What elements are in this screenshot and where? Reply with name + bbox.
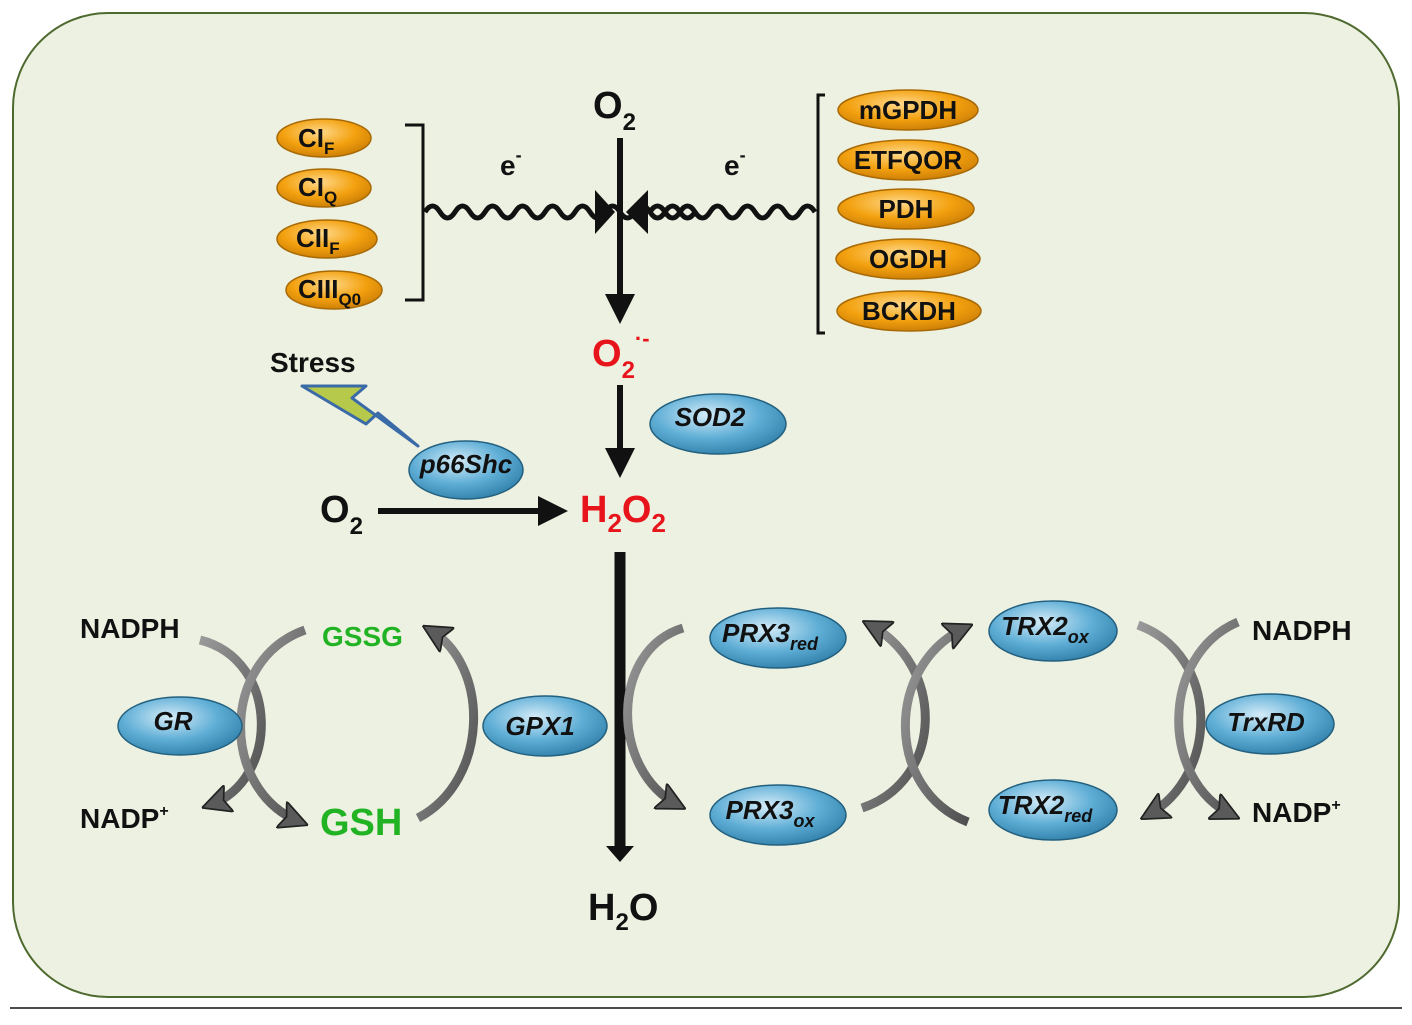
svg-text:CIQ: CIQ [298, 172, 337, 207]
protein-prx3-red: PRX3red [709, 607, 847, 669]
svg-text:mGPDH: mGPDH [859, 95, 957, 125]
complex-bckdh: BCKDH [836, 290, 982, 332]
nadph-left: NADPH [80, 613, 180, 644]
svg-text:CIIIQ0: CIIIQ0 [298, 274, 361, 309]
arrow-trx2ox-to-trx2red [1136, 620, 1206, 815]
svg-text:CIF: CIF [298, 123, 334, 158]
arrow-trx2red-to-trx2ox [900, 628, 968, 827]
enzyme-trxrd: TrxRD [1205, 693, 1335, 755]
complex-pdh: PDH [837, 188, 975, 230]
svg-text:GPX1: GPX1 [505, 711, 574, 741]
svg-text:p66Shc: p66Shc [419, 449, 513, 479]
bracket-left [405, 123, 425, 302]
svg-text:SOD2: SOD2 [675, 402, 746, 432]
lightning-bolt-icon [300, 384, 420, 448]
arrowhead-water [606, 846, 634, 862]
complex-mgpdh: mGPDH [837, 89, 979, 131]
arrow-prx3ox-to-prx3red [860, 625, 930, 813]
stress-label: Stress [270, 347, 356, 378]
enzyme-gr: GR [117, 696, 243, 756]
electron-label-left: e- [500, 145, 522, 181]
arrow-gsh-to-gssg [415, 630, 479, 822]
water-label: H2O [588, 887, 658, 936]
electron-arrowhead-left [595, 190, 615, 234]
svg-text:OGDH: OGDH [869, 244, 947, 274]
svg-text:TRX2red: TRX2red [998, 790, 1093, 826]
arrow-nadph-to-nadp [198, 635, 266, 805]
svg-text:ETFQOR: ETFQOR [854, 145, 963, 175]
complex-ogdh: OGDH [835, 238, 981, 280]
oxygen-left: O2 [320, 489, 363, 540]
svg-text:GR: GR [154, 706, 193, 736]
protein-trx2-red: TRX2red [988, 779, 1118, 841]
oxygen-top: O2 [593, 85, 636, 136]
bracket-right [816, 93, 825, 335]
complex-cif: CIF [276, 118, 372, 158]
arrow-nadph-to-nadp-right [1174, 617, 1238, 815]
protein-p66shc: p66Shc [408, 440, 524, 500]
electron-label-right: e- [724, 145, 746, 181]
svg-text:BCKDH: BCKDH [862, 296, 956, 326]
svg-text:PDH: PDH [879, 194, 934, 224]
protein-prx3-ox: PRX3ox [709, 784, 847, 846]
hydrogen-peroxide-label: H2O2 [580, 489, 666, 538]
enzyme-sod2: SOD2 [649, 393, 787, 455]
svg-text:TrxRD: TrxRD [1227, 707, 1305, 737]
complex-ciif: CIIF [276, 219, 378, 259]
arrow-prx3red-to-prx3ox [623, 623, 683, 805]
protein-trx2-ox: TRX2ox [988, 600, 1118, 662]
gsh-label: GSH [320, 802, 402, 844]
electron-wave-right [647, 203, 818, 221]
enzyme-gpx1: GPX1 [482, 695, 608, 757]
gssg-label: GSSG [322, 621, 403, 652]
complex-etfqor: ETFQOR [837, 139, 979, 181]
superoxide-label: O2·- [592, 326, 650, 384]
svg-text:PRX3ox: PRX3ox [726, 795, 816, 831]
svg-text:TRX2ox: TRX2ox [1001, 611, 1089, 647]
svg-text:CIIF: CIIF [296, 223, 340, 258]
nadp-left: NADP+ [80, 803, 169, 834]
complex-ciiiq0: CIIIQ0 [285, 270, 383, 310]
nadp-right: NADP+ [1252, 797, 1341, 828]
svg-text:PRX3red: PRX3red [722, 618, 819, 654]
nadph-right: NADPH [1252, 615, 1352, 646]
electron-arrowhead-right [626, 190, 648, 234]
complex-ciq: CIQ [276, 168, 372, 208]
background-panel [12, 12, 1400, 998]
